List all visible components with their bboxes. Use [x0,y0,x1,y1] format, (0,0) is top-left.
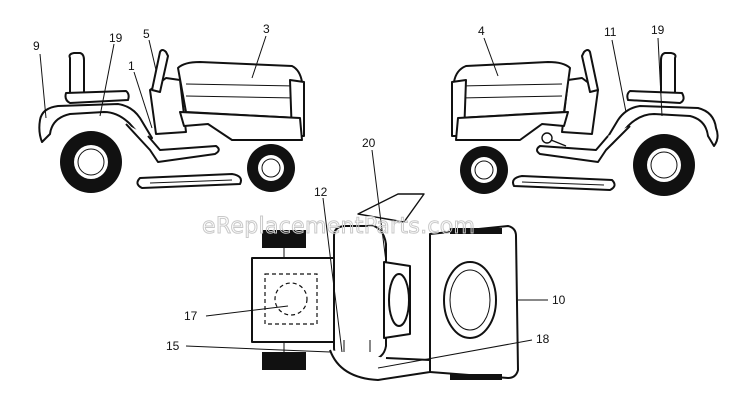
watermark: eReplacementParts.com [202,214,475,239]
callout-labels: 9 19 5 3 1 4 11 19 20 12 10 17 15 18 [33,22,665,353]
callout-5: 5 [143,27,150,41]
callout-11: 11 [604,25,617,39]
callout-19-right: 19 [651,23,665,37]
callout-20: 20 [362,136,376,150]
tractor-left-side-view [38,49,305,193]
callout-9: 9 [33,39,40,53]
callout-1: 1 [128,59,135,73]
callout-18: 18 [536,332,550,346]
callout-17: 17 [184,309,198,323]
callout-3: 3 [263,22,270,36]
leader-lines [39,35,663,369]
callout-15: 15 [166,339,180,353]
callout-4: 4 [478,24,485,38]
callout-10: 10 [552,293,566,307]
callout-19-left: 19 [109,31,123,45]
callout-12: 12 [314,185,328,199]
tractor-right-side-view [451,49,719,196]
